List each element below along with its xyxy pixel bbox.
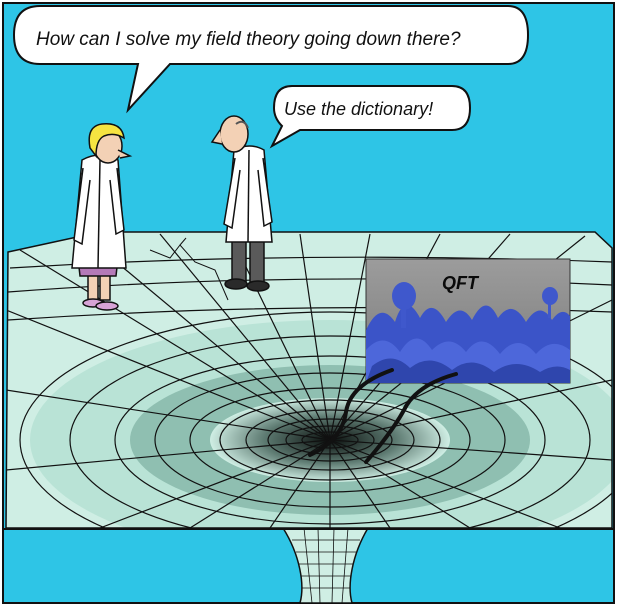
inset-connector-lines	[308, 368, 458, 464]
qft-field-blobs	[366, 282, 570, 383]
grid-crack	[149, 237, 229, 301]
speech-bubble-answer: Use the dictionary!	[269, 85, 472, 149]
qft-label: QFT	[442, 273, 480, 293]
wormhole-funnel	[281, 527, 370, 604]
qft-inset: QFT	[365, 258, 571, 384]
scientist-blonde-figure	[71, 123, 133, 311]
scientist-bald-figure	[210, 115, 273, 292]
question-text: How can I solve my field theory going do…	[36, 29, 461, 50]
speech-bubble-question: How can I solve my field theory going do…	[12, 5, 530, 114]
answer-text: Use the dictionary!	[284, 99, 433, 119]
